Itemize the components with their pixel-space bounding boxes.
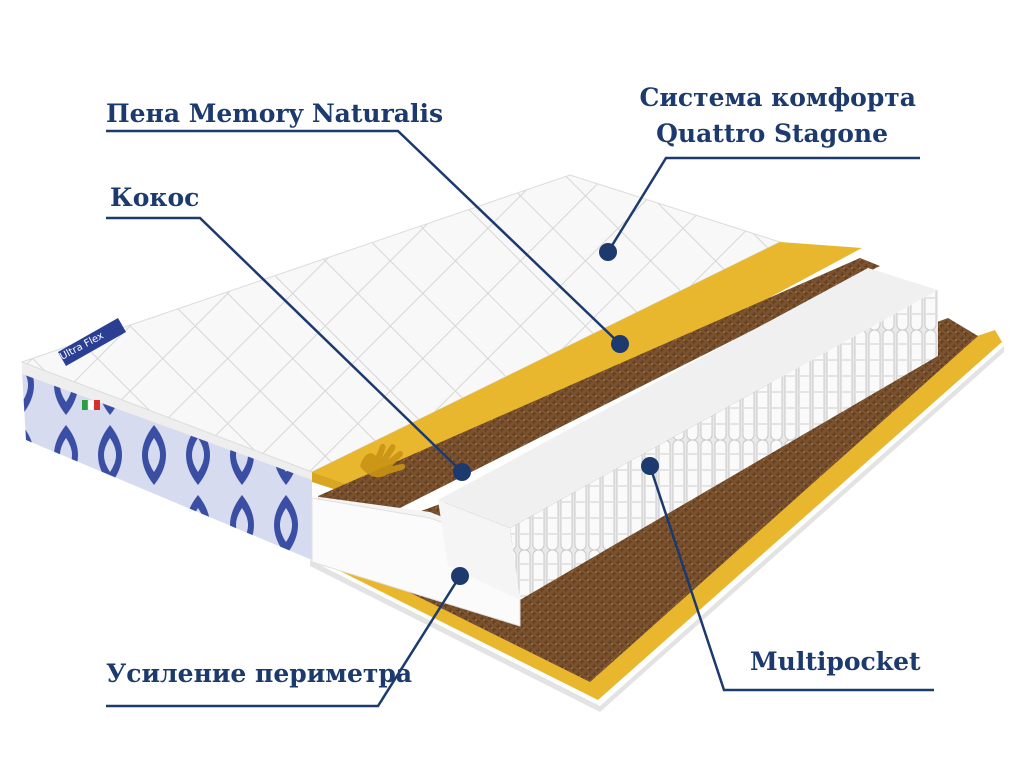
leader-comfort-system (606, 156, 920, 253)
leader-lines (106, 129, 934, 708)
leader-dots (451, 243, 659, 585)
label-comfort-system-line1: Система комфорта (639, 83, 916, 112)
dot-memory-foam (611, 335, 629, 353)
label-perimeter: Усиление периметра (106, 659, 412, 688)
leader-coconut (106, 216, 463, 473)
italy-flag-icon (82, 399, 100, 411)
mattress-side-panel (22, 372, 312, 560)
dot-coconut (453, 463, 471, 481)
spring-block-front (510, 290, 938, 600)
label-coconut: Кокос (110, 183, 199, 212)
dot-comfort-system (599, 243, 617, 261)
label-multipocket: Multipocket (750, 647, 921, 676)
spring-block-top (438, 268, 938, 528)
coconut-layer (318, 258, 880, 512)
spring-block-left (438, 500, 520, 600)
mattress-side-top-edge (22, 362, 312, 480)
label-comfort-system-line2: Quattro Stagone (656, 119, 888, 148)
lower-coconut-strip (520, 336, 978, 640)
leader-multipocket (648, 465, 934, 692)
hand-icon (360, 443, 405, 478)
dot-perimeter (451, 567, 469, 585)
leader-memory-foam (106, 129, 621, 345)
label-memory-foam: Пена Memory Naturalis (106, 99, 443, 128)
dot-multipocket (641, 457, 659, 475)
leader-perimeter (106, 575, 462, 708)
memory-foam-layer (312, 242, 862, 500)
